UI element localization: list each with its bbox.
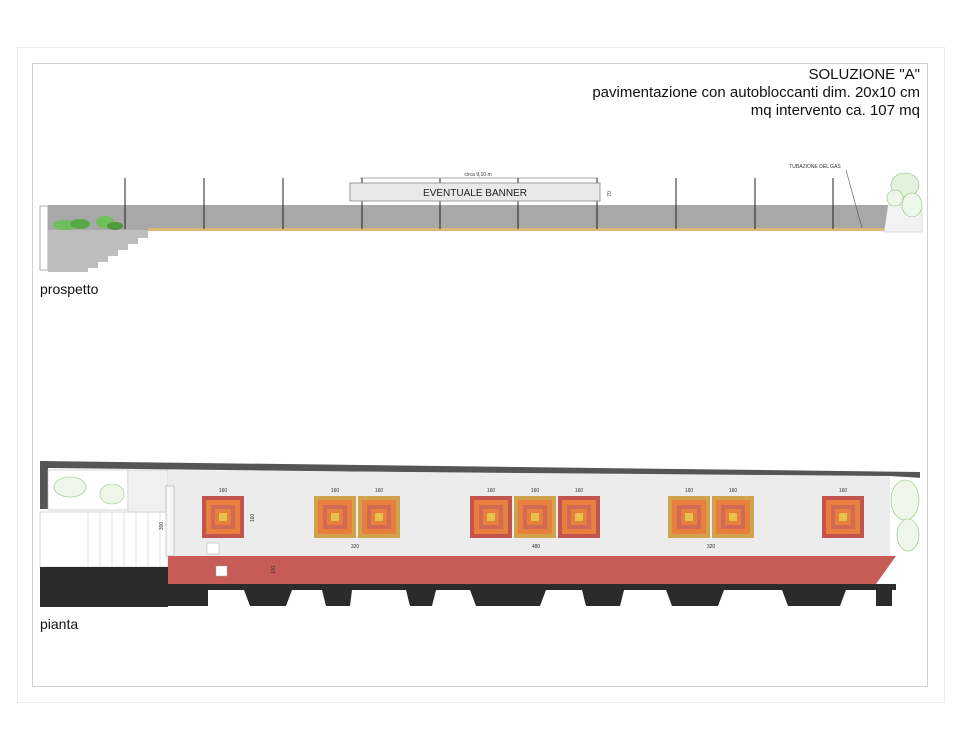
plan-stair-steps (87, 512, 161, 567)
left-edge-wall (39, 205, 49, 271)
banner-label: EVENTUALE BANNER (423, 188, 527, 199)
banner-dimension: circa 9,10 m (464, 172, 491, 178)
plan-base-left (40, 567, 168, 607)
paving-description: pavimentazione con autobloccanti dim. 20… (592, 84, 920, 101)
pavement-line (148, 228, 888, 231)
decorative-square (712, 496, 754, 538)
square-size-label: 160 (685, 488, 694, 494)
plan-base-line (168, 584, 896, 590)
square-size-label: 160 (219, 488, 228, 494)
banner-rect (349, 182, 601, 202)
group-dimension-1: 320 (351, 544, 360, 550)
elevation-drawing: EVENTUALE BANNER circa 9,10 m 70 TUBAZIO… (39, 164, 923, 272)
plan-vegetation-left (53, 476, 125, 505)
square-size-label: 160 (575, 488, 584, 494)
red-strip-dimension: 100 (271, 566, 277, 575)
square-size-label: 160 (375, 488, 384, 494)
plan-label: pianta (40, 616, 79, 632)
decorative-square (470, 496, 512, 538)
plan-marker-square (206, 542, 220, 555)
decorative-square (314, 496, 356, 538)
plan-dimension-strip (165, 485, 175, 557)
vegetation-left (53, 216, 123, 230)
vegetation-right (886, 172, 923, 218)
plan-top-wall (40, 461, 920, 478)
stair-block (48, 230, 148, 272)
decorative-square (822, 496, 864, 538)
plan-base-piers (168, 590, 892, 606)
banner-height-dimension: 70 (607, 191, 613, 197)
decorative-square (668, 496, 710, 538)
plan-stair-landing (127, 469, 169, 513)
decorative-square (558, 496, 600, 538)
plan-vegetation-right (890, 476, 922, 560)
decorative-square (514, 496, 556, 538)
elevation-label: prospetto (40, 281, 99, 297)
pavement-depth-dimension: 300 (159, 522, 165, 531)
area-description: mq intervento ca. 107 mq (750, 102, 920, 119)
group-dimension-3: 320 (707, 544, 716, 550)
wall-elevation (48, 205, 888, 230)
plan-left-wall (40, 461, 48, 509)
decorative-squares: 160 160 160 160 160 160 160 160 160 (202, 488, 864, 538)
decorative-square (358, 496, 400, 538)
gas-pipe-leader (845, 169, 863, 229)
plan-marker-square (215, 565, 228, 577)
sheet-outer-frame (17, 47, 945, 703)
sheet-frame (32, 63, 928, 687)
square-size-label: 160 (839, 488, 848, 494)
square-side-dimension: 160 (250, 514, 256, 523)
gas-pipe-label: TUBAZIONE DEL GAS (789, 164, 841, 170)
plan-stair-area (39, 511, 169, 568)
solution-title: SOLUZIONE "A" (808, 66, 920, 83)
decorative-square (202, 496, 244, 538)
group-dimension-2: 480 (532, 544, 541, 550)
square-size-label: 160 (531, 488, 540, 494)
square-size-label: 160 (487, 488, 496, 494)
plan-red-strip (168, 556, 896, 584)
square-size-label: 160 (729, 488, 738, 494)
title-block: SOLUZIONE "A" pavimentazione con autoblo… (592, 66, 920, 120)
square-size-label: 160 (331, 488, 340, 494)
